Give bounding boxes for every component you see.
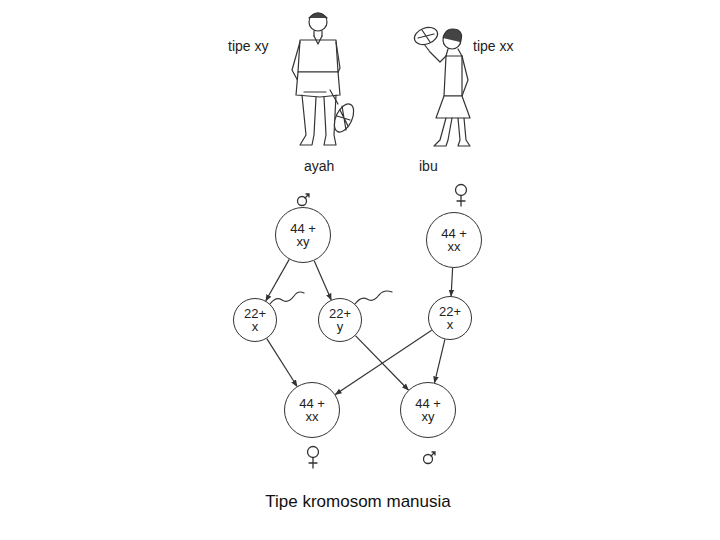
chromosome-circle: 44 + xy <box>400 382 456 438</box>
chromosome-circle: 22+ y <box>318 298 362 342</box>
circle-content: 44 + xy <box>412 397 444 423</box>
chromosome-circle: 22+ x <box>428 296 472 340</box>
chromosome-formula: 22+ y <box>329 307 351 333</box>
inheritance-arrow <box>314 261 331 300</box>
chromosome-circle: 44 + xx <box>284 382 340 438</box>
chromosome-formula: 44 + xx <box>296 397 328 423</box>
figure-label: ayah <box>304 158 334 174</box>
inheritance-arrow <box>451 268 453 296</box>
father-figure <box>292 13 358 145</box>
inheritance-arrow <box>435 339 445 382</box>
chromosome-formula: 22+ x <box>244 307 266 333</box>
chromosome-formula: 44 + xx <box>438 227 470 253</box>
figure-label: ibu <box>419 158 438 174</box>
circle-content: 44 + xx <box>296 397 328 423</box>
chromosome-circle: 22+ x <box>233 298 277 342</box>
inheritance-arrow <box>267 339 297 387</box>
chromosome-circle: 44 + xy <box>275 207 331 263</box>
chromosome-formula: 44 + xy <box>412 397 444 423</box>
circle-content: 22+ x <box>439 305 461 331</box>
chromosome-circle: 44 + xx <box>426 212 482 268</box>
chromosome-formula: 44 + xy <box>287 222 319 248</box>
inheritance-arrow <box>266 259 289 300</box>
figure-label: tipe xy <box>228 38 268 54</box>
circle-content: 22+ y <box>329 307 351 333</box>
circle-content: 44 + xy <box>287 222 319 248</box>
circle-content: 44 + xx <box>438 227 470 253</box>
inheritance-arrow <box>355 336 408 390</box>
figure-label: tipe xx <box>473 38 513 54</box>
figure-caption: Tipe kromosom manusia <box>0 492 716 512</box>
circle-content: 22+ x <box>244 307 266 333</box>
chromosome-formula: 22+ x <box>439 305 461 331</box>
mother-figure <box>412 24 470 146</box>
